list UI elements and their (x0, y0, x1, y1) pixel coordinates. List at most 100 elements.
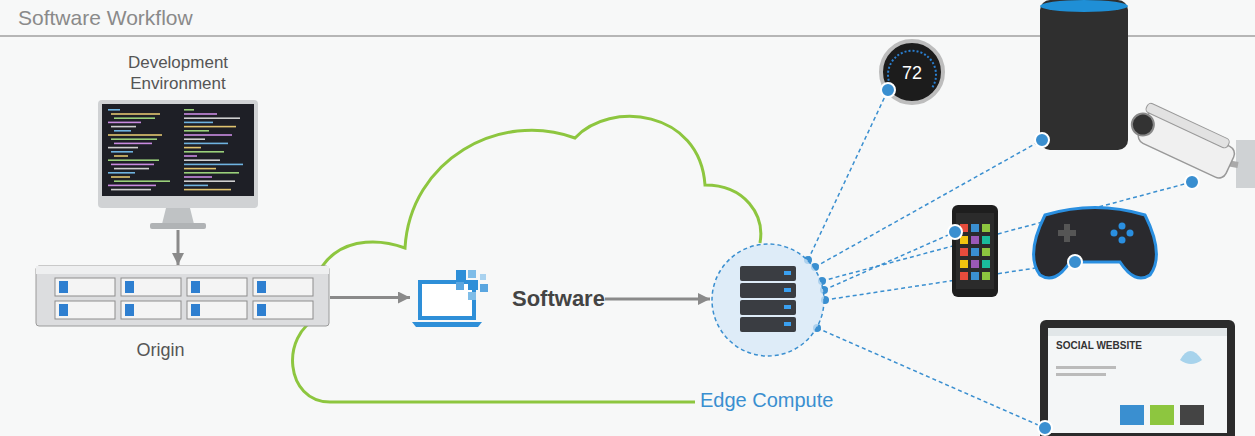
desktop-monitor (1040, 320, 1235, 436)
code-line (108, 185, 156, 187)
link-dots-part-part (881, 83, 895, 97)
code-line (184, 159, 220, 161)
flow-arrow (330, 296, 410, 299)
smartphone-part (971, 260, 979, 268)
pixel-square (468, 280, 478, 290)
server-light (784, 288, 791, 292)
pixel-square (456, 282, 464, 290)
code-line (111, 189, 151, 191)
security-camera-part-part (1145, 102, 1231, 149)
desktop-monitor-part (1150, 405, 1174, 425)
laptop-icon (410, 268, 494, 330)
drive-light (191, 304, 200, 316)
drive-light (59, 281, 68, 293)
server-unit (740, 266, 796, 281)
desktop-monitor-part (1048, 328, 1227, 336)
node-heading: Development Environment (103, 52, 253, 95)
code-line (111, 176, 130, 178)
origin-server: Origin (35, 265, 330, 327)
code-line (111, 138, 157, 140)
code-line (108, 159, 159, 161)
desktop-monitor-part (1120, 405, 1144, 425)
drive-light (125, 281, 134, 293)
drive-light (59, 304, 68, 316)
smartphone-part (960, 272, 968, 280)
code-line (111, 126, 136, 128)
desktop-monitor-part (1056, 366, 1116, 369)
link-dots-part-part (1068, 255, 1082, 269)
code-line (184, 117, 240, 119)
monitor-bezel (98, 100, 258, 208)
thermostat-reading: 72 (902, 63, 922, 84)
security-camera-part-part (1128, 110, 1157, 139)
thermostat-part (888, 51, 936, 88)
smartphone-part (971, 224, 979, 232)
rack-body (36, 266, 329, 326)
smartphone-part (982, 224, 990, 232)
drive-light (257, 281, 266, 293)
security-camera (1126, 99, 1255, 188)
software-package: Software (410, 268, 605, 330)
monitor-screen (102, 104, 254, 196)
drive-bay (187, 278, 247, 296)
code-line (184, 122, 213, 124)
code-line (184, 138, 205, 140)
desktop-monitor-part (1180, 351, 1202, 364)
drive-bay (121, 278, 181, 296)
code-line (184, 134, 232, 136)
code-line (108, 122, 141, 124)
link-dots-part-part (948, 225, 962, 239)
code-line (184, 126, 236, 128)
code-line (114, 168, 149, 170)
code-line (184, 109, 194, 111)
smartphone-part (960, 248, 968, 256)
smart-speaker-part (1040, 0, 1128, 12)
drive-bay (253, 278, 313, 296)
security-camera-part (1126, 99, 1240, 180)
smartphone-part (971, 236, 979, 244)
drive-light (125, 304, 134, 316)
screen-heading: SOCIAL WEBSITE (1056, 340, 1142, 351)
flow-arrow (177, 230, 180, 265)
server-unit (740, 300, 796, 315)
drive-bay (55, 301, 115, 319)
monitor-base (150, 223, 206, 229)
code-line (111, 151, 133, 153)
laptop-screen (420, 282, 474, 318)
edge-server: Edge Compute (710, 242, 826, 358)
smartphone-part (971, 272, 979, 280)
security-camera-part (1236, 140, 1255, 188)
edge-illustration (710, 242, 826, 358)
node-heading: Edge Compute (700, 388, 833, 413)
smart-speaker-part (1040, 0, 1128, 150)
desktop-monitor-part (1040, 320, 1235, 436)
server-unit (740, 283, 796, 298)
code-line (111, 164, 154, 166)
server-light (784, 271, 791, 275)
pixel-square (480, 284, 488, 292)
code-line (114, 180, 170, 182)
pixel-square (456, 270, 466, 280)
desktop-monitor-part (1180, 405, 1204, 425)
node-heading: Origin (13, 339, 308, 362)
flow-arrow (605, 298, 710, 301)
gamepad (1034, 208, 1157, 279)
code-line (114, 117, 155, 119)
gamepad-part (1119, 223, 1126, 230)
code-line (184, 176, 212, 178)
thermostat (881, 41, 943, 103)
smartphone-part (971, 248, 979, 256)
pixel-square (480, 274, 486, 280)
link-dots-part-part (1038, 421, 1052, 435)
link-dots-part-part (1035, 133, 1049, 147)
monitor-stand (162, 208, 194, 224)
drive-light (191, 281, 200, 293)
gamepad-part (1064, 224, 1070, 242)
code-line (184, 147, 201, 149)
smartphone-part (982, 260, 990, 268)
code-line (114, 130, 131, 132)
code-line (184, 130, 209, 132)
drive-bay (253, 301, 313, 319)
server-unit (740, 317, 796, 332)
